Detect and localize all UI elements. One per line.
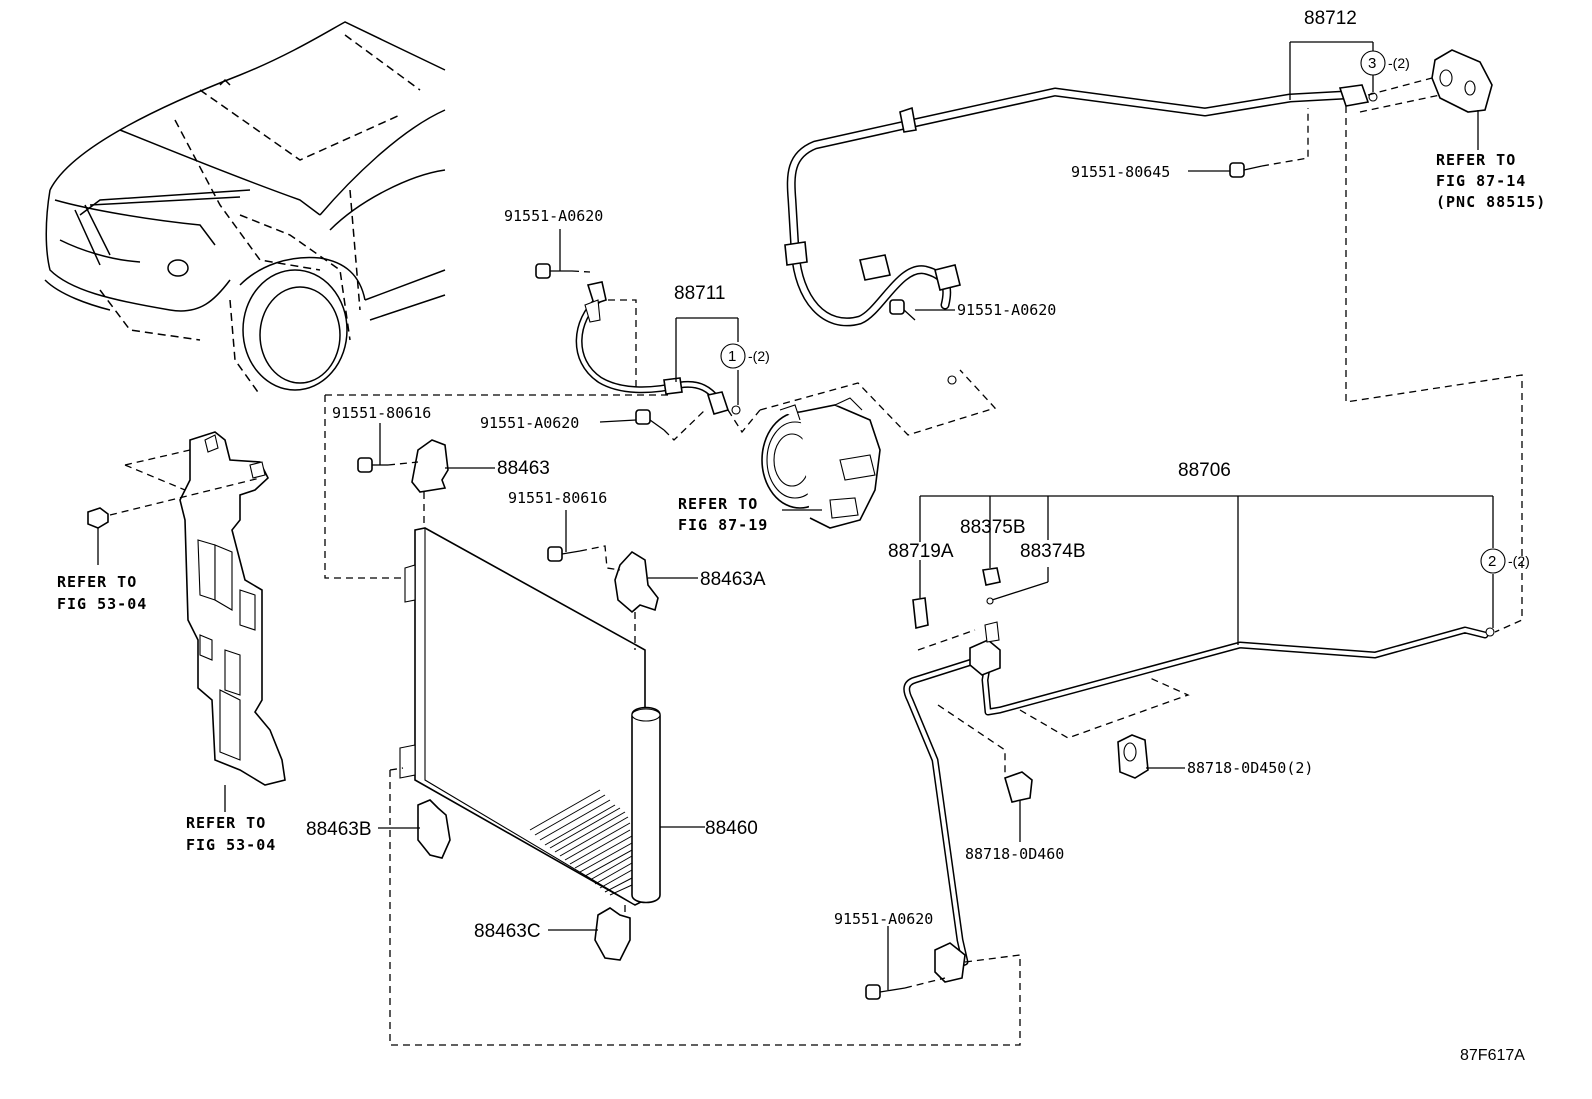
o-ring-88374B xyxy=(986,567,1049,605)
bolt-label-91551-80616-a[interactable]: 91551-80616 xyxy=(332,404,431,422)
bolt-label-91551-80645[interactable]: 91551-80645 xyxy=(1071,163,1170,181)
callout-1[interactable]: 1 -(2) xyxy=(720,343,770,369)
bolt-icon xyxy=(889,299,955,321)
bolt-icon xyxy=(599,409,706,441)
svg-text:REFER TO: REFER TO xyxy=(57,573,137,591)
part-label-88706[interactable]: 88706 xyxy=(1178,460,1231,481)
callout-2[interactable]: 2 -(2) xyxy=(1480,548,1530,574)
bolt-label-91551-80616-b[interactable]: 91551-80616 xyxy=(508,489,607,507)
bolt-label-91551-A0620-bottom[interactable]: 91551-A0620 xyxy=(834,910,933,928)
condenser-dashed-frame xyxy=(324,394,1021,1046)
bolt-icon xyxy=(357,423,419,473)
part-label-88712[interactable]: 88712 xyxy=(1304,8,1357,29)
figure-code: 87F617A xyxy=(1460,1047,1525,1064)
part-label-88374B[interactable]: 88374B xyxy=(1020,541,1086,562)
bolt-label-91551-A0620-top[interactable]: 91551-A0620 xyxy=(504,207,603,225)
callout-3[interactable]: 3 -(2) xyxy=(1360,50,1410,76)
part-label-88463B[interactable]: 88463B xyxy=(306,819,372,840)
clip-icon xyxy=(87,507,109,565)
liquid-tube-88706 xyxy=(903,495,1495,983)
ref-fig-53-04-bottom: REFER TO FIG 53-04 xyxy=(186,814,276,854)
svg-text:2: 2 xyxy=(1488,553,1496,570)
svg-text:(PNC 88515): (PNC 88515) xyxy=(1436,193,1546,211)
part-label-88718-0D450[interactable]: 88718-0D450(2) xyxy=(1187,759,1313,777)
bolt-icon xyxy=(1188,108,1309,178)
part-label-88375B[interactable]: 88375B xyxy=(960,517,1026,538)
bolt-icon xyxy=(535,229,591,279)
bracket-88463 xyxy=(411,439,495,528)
receiver-dryer xyxy=(631,706,705,904)
part-label-88460[interactable]: 88460 xyxy=(705,818,758,839)
svg-text:FIG 53-04: FIG 53-04 xyxy=(186,836,276,854)
ref-fig-53-04-top: REFER TO FIG 53-04 xyxy=(57,573,147,613)
part-label-88463[interactable]: 88463 xyxy=(497,458,550,479)
bolt-icon xyxy=(547,510,621,571)
clamp-88718-0D460 xyxy=(1004,771,1033,842)
ref-fig-87-19: REFER TO FIG 87-19 xyxy=(678,495,768,534)
discharge-hose-88711 xyxy=(575,281,761,434)
pressure-switch-88719A xyxy=(912,560,929,629)
part-label-88463C[interactable]: 88463C xyxy=(474,921,541,942)
bolt-icon xyxy=(865,926,1021,1000)
car-illustration xyxy=(44,21,446,396)
svg-text:REFER TO: REFER TO xyxy=(186,814,266,832)
part-label-88718-0D460[interactable]: 88718-0D460 xyxy=(965,845,1064,863)
part-label-88711[interactable]: 88711 xyxy=(674,283,725,304)
svg-text:-(2): -(2) xyxy=(1388,55,1410,71)
condenser xyxy=(399,527,646,906)
part-label-88719A[interactable]: 88719A xyxy=(888,541,954,562)
svg-text:-(2): -(2) xyxy=(1508,553,1530,569)
svg-text:REFER TO: REFER TO xyxy=(1436,151,1516,169)
svg-text:FIG 53-04: FIG 53-04 xyxy=(57,595,147,613)
valve-core-88375B xyxy=(982,520,1001,586)
ref-fig-87-14: REFER TO FIG 87-14 (PNC 88515) xyxy=(1436,151,1546,211)
bracket-88463A xyxy=(614,550,698,650)
part-label-88463A[interactable]: 88463A xyxy=(700,569,766,590)
svg-text:-(2): -(2) xyxy=(748,348,770,364)
svg-text:1: 1 xyxy=(728,348,736,365)
bolt-label-91551-A0620-mid[interactable]: 91551-A0620 xyxy=(480,414,579,432)
bracket-88463B xyxy=(378,767,451,859)
bracket-88463C xyxy=(548,905,631,961)
svg-text:FIG 87-19: FIG 87-19 xyxy=(678,516,768,534)
suction-hose-88712 xyxy=(784,41,1523,633)
bolt-label-91551-A0620-right[interactable]: 91551-A0620 xyxy=(957,301,1056,319)
clamp-88718-0D450 xyxy=(1117,734,1185,779)
compressor xyxy=(759,369,997,529)
svg-text:FIG 87-14: FIG 87-14 xyxy=(1436,172,1526,190)
expansion-valve xyxy=(1431,49,1493,150)
svg-text:3: 3 xyxy=(1368,55,1376,72)
radiator-seal-panel xyxy=(109,431,286,812)
svg-text:REFER TO: REFER TO xyxy=(678,495,758,513)
